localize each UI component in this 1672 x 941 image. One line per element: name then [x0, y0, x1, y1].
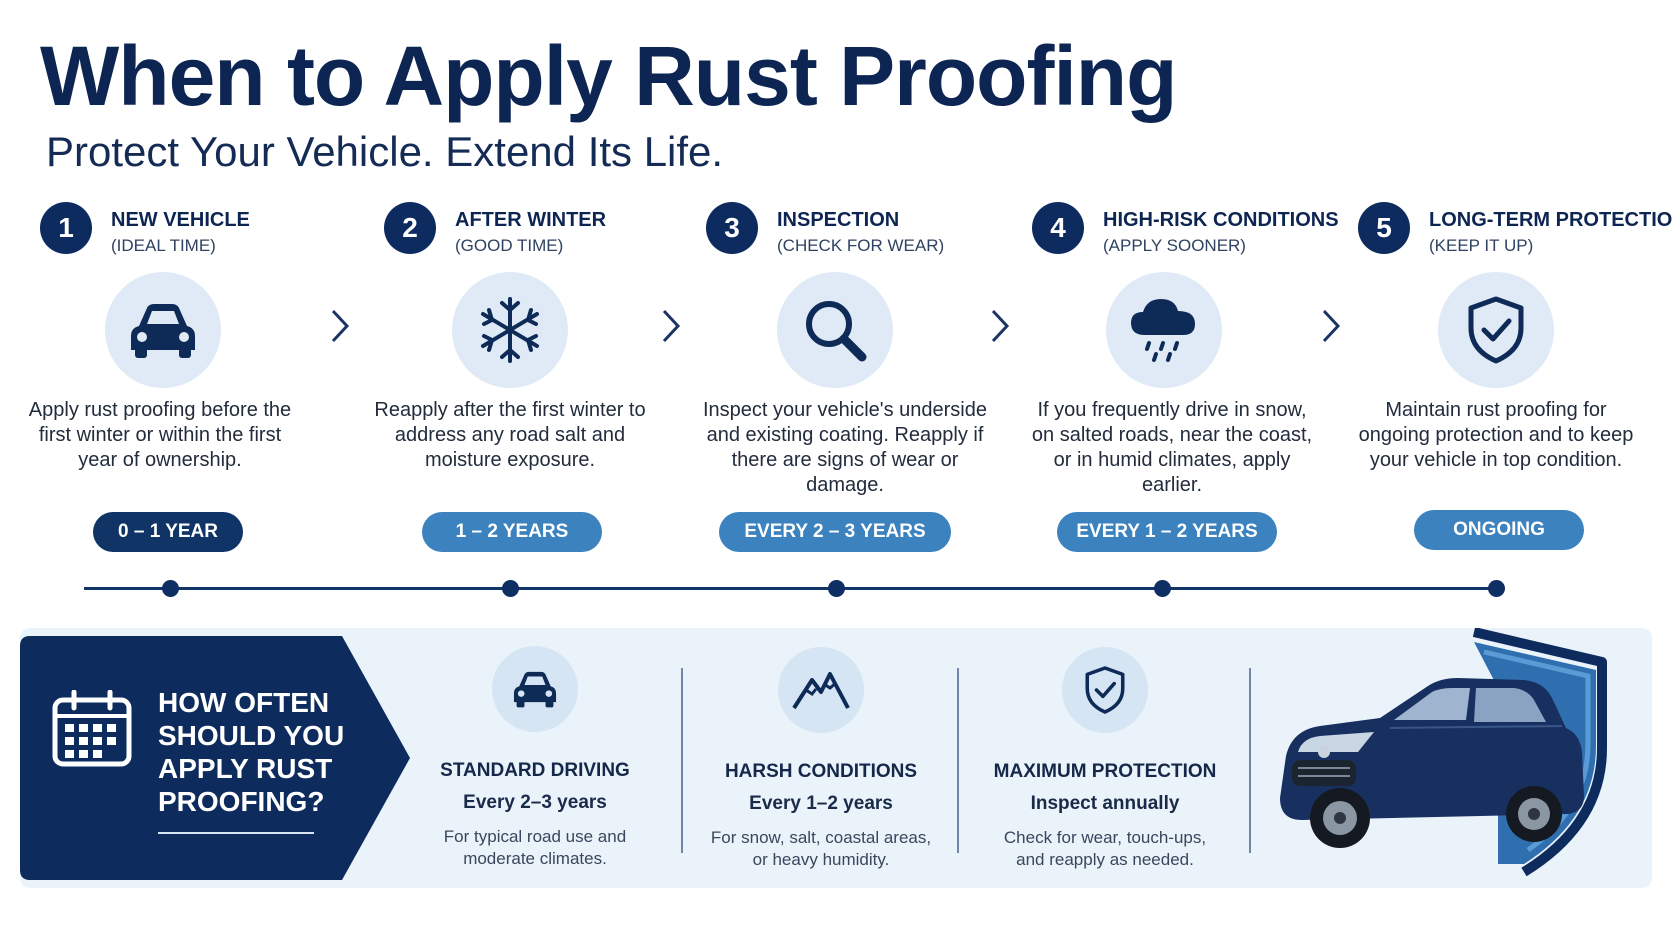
- step-high-risk-conditions: 4 HIGH-RISK CONDITIONS (APPLY SOONER) If…: [1032, 202, 1362, 562]
- step-subtitle: (CHECK FOR WEAR): [777, 236, 945, 255]
- rain-cloud-icon: [1106, 272, 1222, 388]
- step-title: LONG-TERM PROTECTION: [1429, 209, 1672, 231]
- shield-check-icon: [1062, 647, 1148, 733]
- suv-with-shield-image: [1280, 628, 1607, 877]
- column-frequency: Every 2–3 years: [463, 792, 607, 813]
- timeline-line: [84, 587, 1504, 590]
- snowflake-icon: [452, 272, 568, 388]
- page-title: When to Apply Rust Proofing: [40, 29, 1177, 123]
- timeline-dot: [502, 580, 519, 597]
- column-title: HARSH CONDITIONS: [724, 761, 918, 782]
- mountain-icon: [778, 647, 864, 733]
- step-description: If you frequently drive in snow, on salt…: [1031, 399, 1313, 496]
- banner-underline: [158, 832, 314, 834]
- step-number: 5: [1358, 202, 1410, 254]
- column-divider: [1249, 668, 1251, 853]
- magnifier-icon: [777, 272, 893, 388]
- step-new-vehicle: 1 NEW VEHICLE (IDEAL TIME) Apply rust pr…: [29, 202, 370, 562]
- column-description: For typical road use and moderate climat…: [443, 827, 627, 868]
- timeline-dot: [162, 580, 179, 597]
- frequency-banner: HOW OFTEN SHOULD YOU APPLY RUST PROOFING…: [20, 636, 410, 880]
- step-badge: EVERY 2 – 3 YEARS: [719, 512, 951, 552]
- car-icon: [105, 272, 221, 388]
- frequency-harsh-conditions: HARSH CONDITIONS Every 1–2 years For sno…: [696, 647, 946, 877]
- column-description: For snow, salt, coastal areas, or heavy …: [710, 828, 932, 869]
- step-long-term-protection: 5 LONG-TERM PROTECTION (KEEP IT UP) Main…: [1358, 202, 1672, 562]
- shield-check-icon: [1438, 272, 1554, 388]
- timeline-dot: [1154, 580, 1171, 597]
- step-subtitle: (KEEP IT UP): [1429, 236, 1534, 255]
- step-number: 1: [40, 202, 92, 254]
- column-frequency: Every 1–2 years: [749, 793, 893, 814]
- step-description: Maintain rust proofing for ongoing prote…: [1358, 399, 1634, 471]
- column-divider: [681, 668, 683, 853]
- step-after-winter: 2 AFTER WINTER (GOOD TIME) Reapply after…: [374, 202, 714, 562]
- step-description: Reapply after the first winter to addres…: [374, 399, 646, 471]
- column-frequency: Inspect annually: [1030, 793, 1180, 814]
- step-description: Apply rust proofing before the first win…: [28, 399, 292, 471]
- step-badge: ONGOING: [1414, 510, 1584, 550]
- step-number: 3: [706, 202, 758, 254]
- step-badge: EVERY 1 – 2 YEARS: [1057, 512, 1277, 552]
- step-title: NEW VEHICLE: [111, 209, 250, 231]
- step-inspection: 3 INSPECTION (CHECK FOR WEAR) Inspect yo…: [703, 202, 1036, 562]
- chevron-right-icon: [331, 309, 350, 343]
- column-title: STANDARD DRIVING: [440, 760, 630, 781]
- step-number: 4: [1032, 202, 1084, 254]
- step-subtitle: (APPLY SOONER): [1103, 236, 1246, 255]
- column-description: Check for wear, touch-ups, and reapply a…: [1003, 828, 1207, 869]
- step-title: AFTER WINTER: [455, 209, 607, 231]
- step-description: Inspect your vehicle's underside and exi…: [703, 399, 987, 496]
- car-icon: [492, 646, 578, 732]
- step-subtitle: (GOOD TIME): [455, 236, 564, 255]
- step-subtitle: (IDEAL TIME): [111, 236, 216, 255]
- calendar-icon: [52, 690, 132, 767]
- step-badge: 0 – 1 YEAR: [93, 512, 243, 552]
- column-title: MAXIMUM PROTECTION: [993, 761, 1217, 782]
- frequency-standard-driving: STANDARD DRIVING Every 2–3 years For typ…: [410, 646, 660, 876]
- timeline-dot: [1488, 580, 1505, 597]
- step-number: 2: [384, 202, 436, 254]
- column-divider: [957, 668, 959, 853]
- frequency-maximum-protection: MAXIMUM PROTECTION Inspect annually Chec…: [980, 647, 1230, 877]
- step-title: HIGH-RISK CONDITIONS: [1103, 209, 1339, 231]
- step-title: INSPECTION: [777, 209, 900, 231]
- chevron-right-icon: [991, 309, 1010, 343]
- timeline-dot: [828, 580, 845, 597]
- chevron-right-icon: [1322, 309, 1341, 343]
- step-badge: 1 – 2 YEARS: [422, 512, 602, 552]
- chevron-right-icon: [662, 309, 681, 343]
- page-subtitle: Protect Your Vehicle. Extend Its Life.: [46, 128, 724, 175]
- banner-heading: HOW OFTEN SHOULD YOU APPLY RUST PROOFING…: [158, 687, 345, 817]
